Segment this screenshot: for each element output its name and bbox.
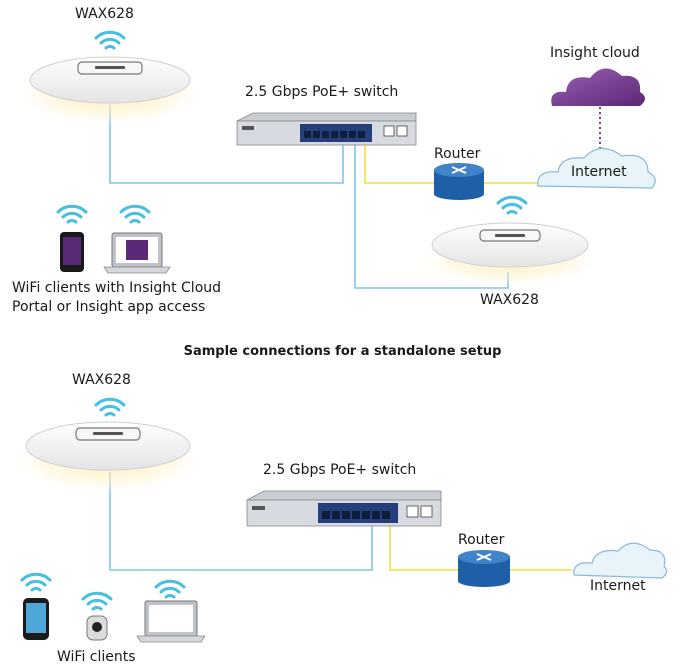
bottom-internet-label: Internet (590, 578, 646, 594)
router-icon (458, 550, 510, 587)
section-heading: Sample connections for a standalone setu… (183, 344, 502, 359)
internet-cloud-icon (573, 542, 668, 579)
top-internet-label: Internet (571, 164, 627, 180)
insight-cloud-icon (551, 68, 645, 106)
internet-cloud-icon (537, 147, 656, 189)
phone-icon (20, 572, 52, 640)
uplink-cable-router (389, 523, 458, 571)
router-icon (434, 163, 484, 200)
uplink-cable-router (364, 140, 435, 184)
top-diagram (15, 30, 656, 289)
laptop-icon (136, 579, 206, 643)
phone-icon (56, 204, 88, 272)
top-switch-label: 2.5 Gbps PoE+ switch (245, 84, 399, 100)
access-point-2-icon (418, 195, 602, 284)
top-clients-label: WiFi clients with Insight Cloud Portal o… (12, 280, 222, 315)
access-point-icon (15, 30, 205, 122)
switch-icon (246, 490, 442, 527)
bottom-clients-label: WiFi clients (57, 649, 136, 665)
top-ap-label: WAX628 (75, 6, 134, 22)
bottom-diagram (12, 397, 668, 643)
laptop-icon (103, 204, 171, 274)
camera-icon (81, 591, 113, 641)
ethernet-cable-ap1 (109, 105, 344, 184)
ethernet-cable-ap (109, 472, 373, 571)
switch-icon (236, 112, 417, 146)
bottom-switch-label: 2.5 Gbps PoE+ switch (263, 462, 417, 478)
bottom-router-label: Router (458, 532, 505, 548)
insight-cloud-label: Insight cloud (550, 45, 640, 61)
access-point-icon (12, 397, 204, 490)
top-ap2-label: WAX628 (480, 292, 539, 308)
top-router-label: Router (434, 146, 481, 162)
bottom-ap-label: WAX628 (72, 372, 131, 388)
